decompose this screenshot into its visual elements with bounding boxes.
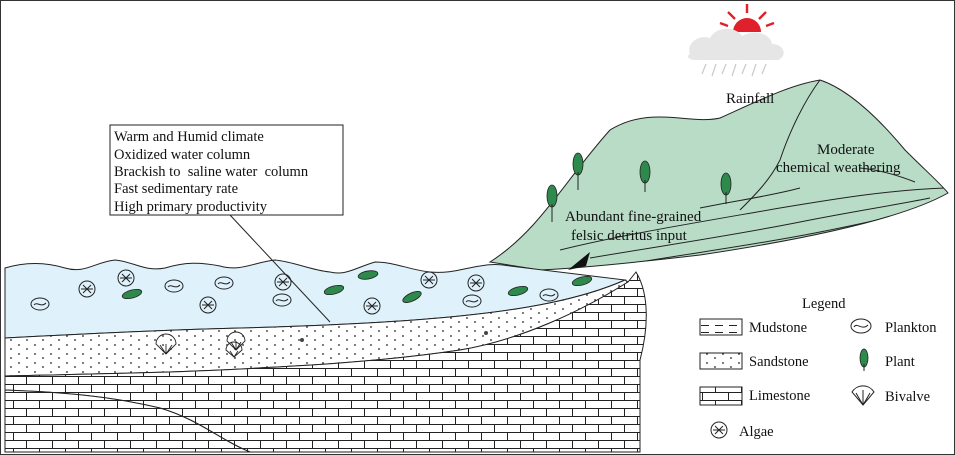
conditions-box <box>109 124 344 216</box>
detritus-label-line1: Abundant fine-grained <box>565 209 702 225</box>
leaf-icon <box>357 270 379 280</box>
leaf-icon <box>323 284 345 296</box>
algae-icon <box>78 280 96 298</box>
legend-limestone: Limestone <box>749 388 810 404</box>
leaf-icon <box>121 288 143 300</box>
algae-icon <box>363 297 381 315</box>
plant-icon <box>859 348 869 371</box>
leaf-icon <box>402 291 422 303</box>
plankton-icon <box>30 297 50 311</box>
leaf-icon <box>571 275 593 287</box>
grain-dot <box>300 338 304 342</box>
bivalve-icon <box>225 341 243 358</box>
bivalve-icon <box>155 333 177 355</box>
algae-icon <box>274 273 292 291</box>
algae-icon <box>199 296 217 314</box>
detritus-arrow-icon <box>568 252 590 270</box>
plankton-icon <box>214 276 234 290</box>
legend-algae: Algae <box>739 424 774 440</box>
condition-climate: Warm and Humid climate <box>114 129 264 145</box>
plankton-icon <box>462 294 482 308</box>
condition-productivity: High primary productivity <box>114 199 268 215</box>
algae-icons <box>78 269 485 315</box>
legend-sandstone: Sandstone <box>749 354 809 370</box>
rainfall-label: Rainfall <box>726 91 774 107</box>
algae-icon <box>420 271 438 289</box>
leaf-icons <box>121 270 593 303</box>
legend-plankton: Plankton <box>885 320 937 336</box>
mountain <box>488 79 949 271</box>
legend: Legend Mudstone Sandstone Limestone Alga… <box>699 296 937 440</box>
plant-icon <box>572 152 584 190</box>
condition-sedimentary-rate: Fast sedimentary rate <box>114 181 238 197</box>
bivalve-icon <box>851 385 875 406</box>
algae-icon <box>467 274 485 292</box>
plankton-icon <box>539 288 559 302</box>
condition-salinity: Brackish to saline water column <box>114 164 309 180</box>
conditions-leader-line <box>229 214 331 323</box>
plankton-icon <box>850 318 872 334</box>
plankton-icon <box>164 279 184 293</box>
legend-mudstone: Mudstone <box>749 320 807 336</box>
legend-title: Legend <box>802 296 846 312</box>
plankton-icon <box>272 293 292 307</box>
plant-icon <box>639 160 651 192</box>
weathering-label-line2: chemical weathering <box>776 160 901 176</box>
algae-icon <box>117 269 135 287</box>
algae-icon <box>710 421 728 439</box>
sun-cloud-icon <box>688 4 784 77</box>
plant-icon <box>546 184 558 222</box>
sandstone-swatch <box>699 352 743 370</box>
mudstone-swatch <box>699 318 743 336</box>
leaf-icon <box>507 285 529 297</box>
weathering-label-line1: Moderate <box>817 142 875 158</box>
legend-plant: Plant <box>885 354 915 370</box>
plant-icon <box>720 172 732 204</box>
bedrock-layer <box>4 389 251 453</box>
detritus-label-line2: felsic detritus input <box>571 228 688 244</box>
plankton-icons <box>30 276 559 311</box>
legend-bivalve: Bivalve <box>885 389 930 405</box>
bivalve-icons <box>155 331 246 358</box>
limestone-swatch <box>699 386 743 406</box>
condition-oxidized: Oxidized water column <box>114 147 251 163</box>
grain-dot <box>484 331 488 335</box>
